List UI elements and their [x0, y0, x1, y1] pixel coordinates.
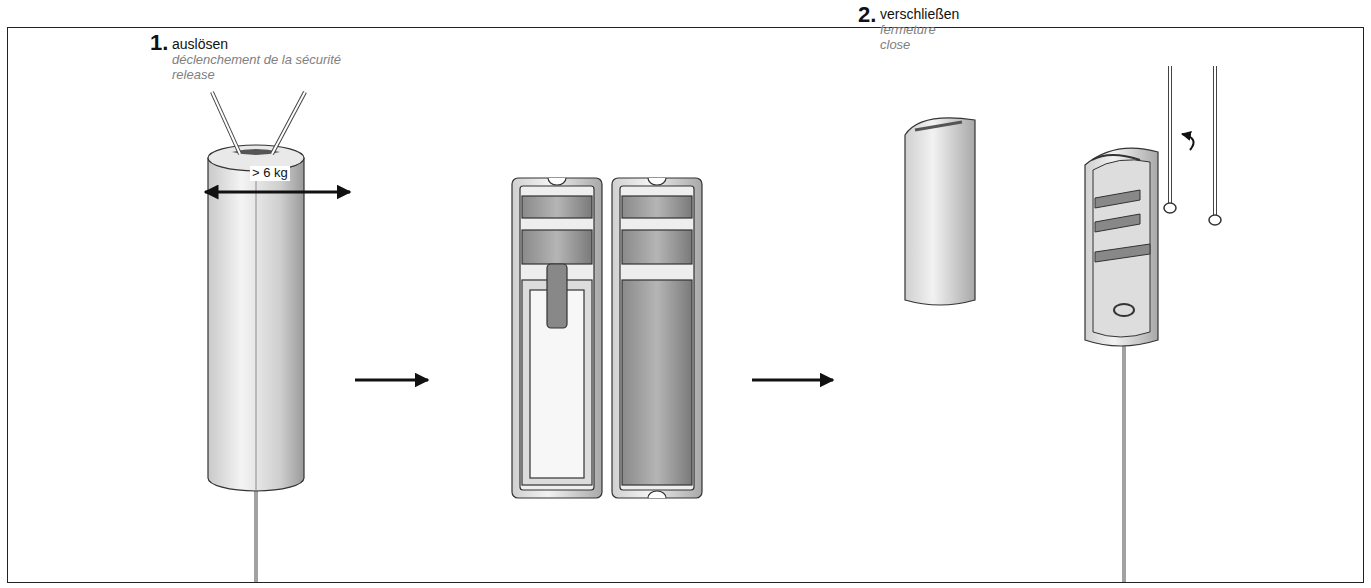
force-label: > 6 kg — [250, 166, 290, 181]
step-arrow — [355, 379, 428, 382]
step-number: 2. — [858, 2, 876, 27]
step-arrow — [752, 379, 833, 382]
closed-half — [905, 118, 975, 305]
step-number: 1. — [150, 30, 168, 55]
step-title-fr: fermeture — [880, 23, 936, 38]
release-cylinder — [208, 92, 305, 582]
step-title-en: close — [880, 38, 910, 53]
step-title-fr: déclenchement de la sécurité — [172, 53, 341, 68]
pull-arrow — [205, 191, 350, 194]
step-title: verschließen — [880, 6, 959, 22]
open-half-with-cords — [1085, 66, 1221, 582]
step-title: auslösen — [172, 36, 228, 52]
step-title-en: release — [172, 68, 215, 83]
frame — [8, 28, 1364, 583]
opened-halves — [512, 178, 702, 498]
